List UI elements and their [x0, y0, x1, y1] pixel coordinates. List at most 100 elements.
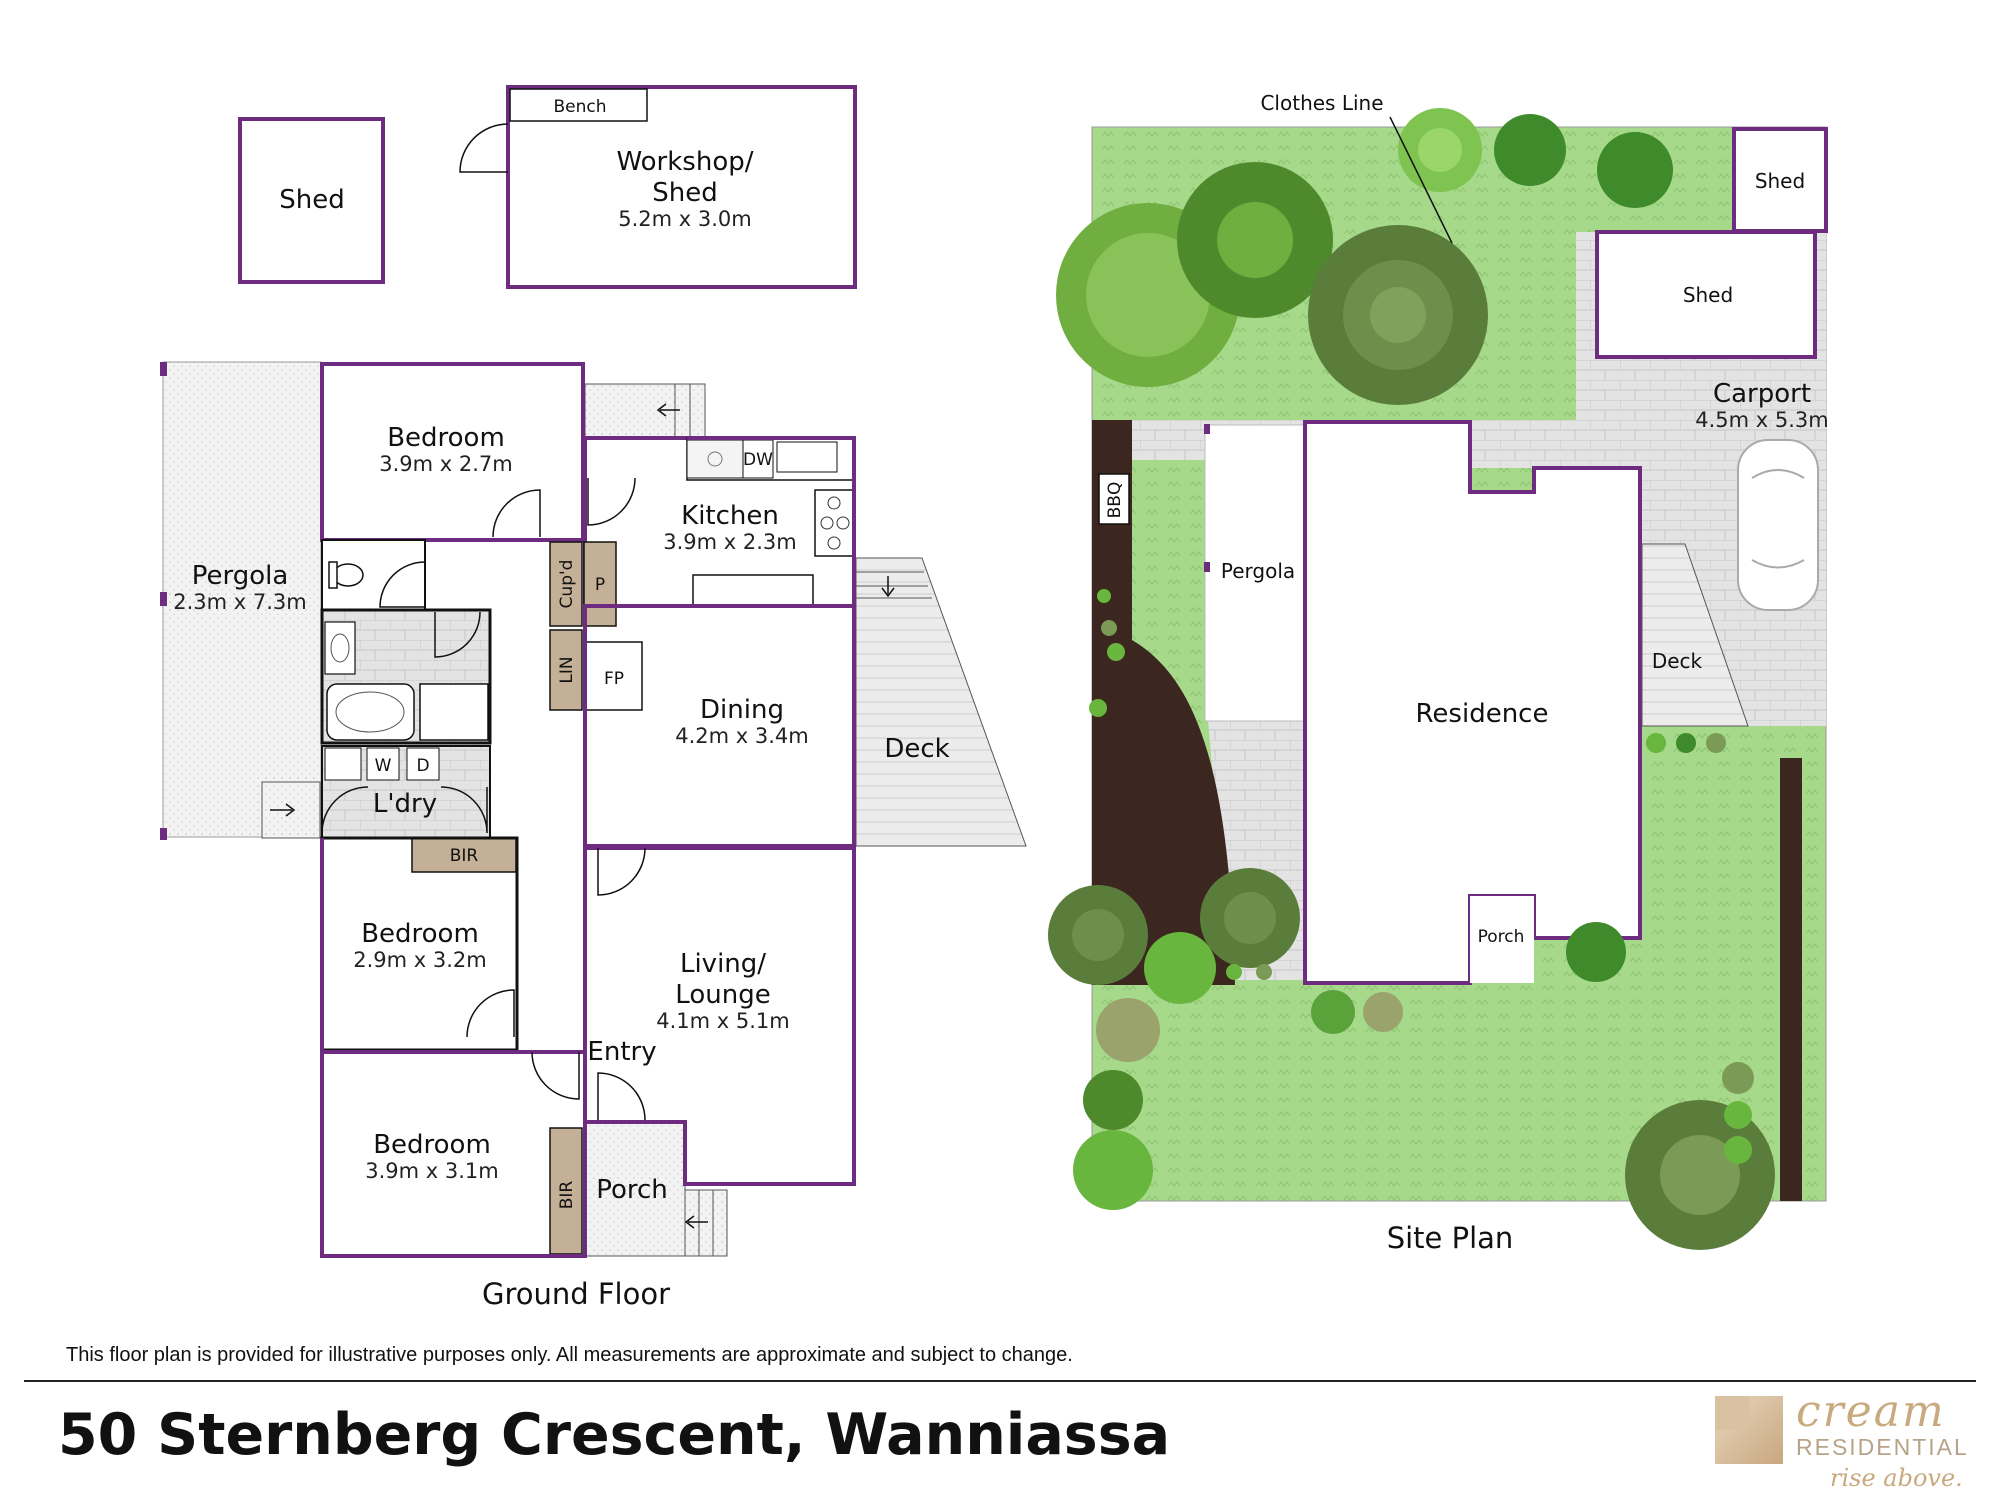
site-porch	[1470, 896, 1534, 983]
site-deck-label: Deck	[1652, 649, 1703, 673]
laundry-tub	[324, 747, 362, 781]
entry-door	[597, 1072, 646, 1121]
sink	[686, 439, 744, 479]
site-pergola-label: Pergola	[1221, 559, 1295, 583]
workshop-door	[459, 123, 509, 173]
step-arrow	[684, 1215, 708, 1229]
bathtub-inner	[335, 691, 405, 733]
site-shed-1-label: Shed	[1755, 169, 1805, 193]
cooktop-burner	[820, 516, 834, 530]
bir-1-label: BIR	[450, 846, 479, 866]
site-plan: BBQ Pergola Residence Porch Deck Shed Sh…	[1048, 91, 1829, 1255]
deck	[855, 557, 1027, 847]
trees	[1048, 108, 1775, 1250]
shower	[419, 683, 489, 741]
laundry-label: L'dry	[373, 789, 437, 819]
site-pergola	[1204, 424, 1306, 722]
living-label-line2: Lounge	[675, 980, 770, 1010]
pergola-post	[160, 828, 167, 840]
steps	[698, 1190, 714, 1256]
fireplace-label: FP	[604, 669, 624, 689]
bench	[509, 88, 648, 122]
toilet-cistern	[328, 561, 338, 589]
site-shed-2	[1595, 230, 1817, 359]
laundry-door	[321, 786, 369, 834]
cupboard-label: Cup'd	[557, 560, 577, 609]
fence-strip	[1780, 758, 1802, 1201]
step-arrow	[656, 403, 680, 417]
porch	[584, 1121, 686, 1257]
car-windscreen	[1751, 469, 1805, 569]
bench-label: Bench	[553, 97, 606, 117]
cooktop-burner	[836, 516, 850, 530]
living-dims: 4.1m x 5.1m	[656, 1009, 790, 1033]
bbq	[1098, 473, 1130, 525]
pergola-post	[1204, 562, 1210, 572]
deck-steps	[856, 571, 932, 599]
garden-bed	[1092, 420, 1235, 985]
bedroom-3-dims: 3.9m x 3.1m	[365, 1159, 499, 1183]
bedroom-3-door	[531, 1051, 580, 1100]
dw-label: DW	[743, 450, 773, 470]
carport-label: Carport	[1713, 379, 1811, 409]
workshop-label-line2: Shed	[652, 178, 717, 208]
bathroom-door	[434, 611, 481, 658]
bir-2-label: BIR	[557, 1181, 577, 1210]
pergola-post	[1204, 424, 1210, 434]
disclaimer-text: This floor plan is provided for illustra…	[66, 1344, 1073, 1366]
dining-label: Dining	[700, 695, 784, 725]
toilet-door	[379, 561, 426, 608]
dining-dims: 4.2m x 3.4m	[675, 724, 809, 748]
site-shed-2-label: Shed	[1683, 283, 1733, 307]
kitchen-label: Kitchen	[681, 501, 779, 531]
kitchen-dims: 3.9m x 2.3m	[663, 530, 797, 554]
pergola-post	[160, 592, 167, 606]
workshop-dims: 5.2m x 3.0m	[618, 207, 752, 231]
exterior-wall	[320, 362, 856, 1258]
deck-label: Deck	[884, 734, 949, 764]
shed-small-label: Shed	[279, 185, 344, 215]
residence-label: Residence	[1416, 699, 1549, 729]
pergola-area	[162, 361, 322, 838]
bedroom-2-label: Bedroom	[361, 919, 479, 949]
fireplace	[585, 641, 643, 711]
living-door	[597, 847, 646, 896]
property-address: 50 Sternberg Crescent, Wanniassa	[58, 1402, 1171, 1468]
steps	[674, 384, 706, 438]
bbq-label: BBQ	[1105, 482, 1125, 519]
bedroom-1-door	[492, 489, 541, 538]
bedroom-1-label: Bedroom	[387, 423, 505, 453]
clothes-line-label: Clothes Line	[1260, 91, 1383, 115]
dryer	[406, 747, 440, 781]
linen-label: LIN	[557, 656, 577, 683]
bedroom-3-label: Bedroom	[373, 1130, 491, 1160]
porch-label: Porch	[596, 1175, 668, 1205]
entry-label: Entry	[587, 1037, 656, 1067]
carport-dims: 4.5m x 5.3m	[1695, 408, 1829, 432]
step-arrow	[881, 576, 895, 598]
sink-drain	[707, 451, 723, 467]
porch-steps	[684, 1189, 728, 1257]
pergola-label: Pergola	[192, 561, 289, 591]
logo-subtitle: RESIDENTIAL	[1796, 1434, 1969, 1460]
bir-2	[549, 1127, 583, 1255]
kitchen-island	[692, 574, 814, 608]
workshop-label-line1: Workshop/	[616, 147, 753, 177]
bir-1	[411, 837, 517, 873]
linen	[549, 629, 583, 711]
pantry	[583, 541, 617, 627]
pantry-label: P	[595, 575, 605, 595]
washer	[366, 747, 400, 781]
shed-small	[238, 117, 385, 284]
cupboard	[549, 541, 583, 627]
site-plan-title: Site Plan	[1387, 1221, 1514, 1255]
vanity-basin	[330, 633, 350, 663]
footer-divider	[24, 1380, 1976, 1382]
ground-floor-plan: Shed Bench Workshop/ Shed 5.2m x 3.0m Pe…	[160, 85, 1027, 1311]
living-label-line1: Living/	[680, 949, 766, 979]
laundry-door-2	[440, 786, 488, 834]
bedroom-2-door	[466, 989, 515, 1038]
cooktop-burner	[827, 496, 841, 510]
back-landing	[584, 383, 706, 439]
